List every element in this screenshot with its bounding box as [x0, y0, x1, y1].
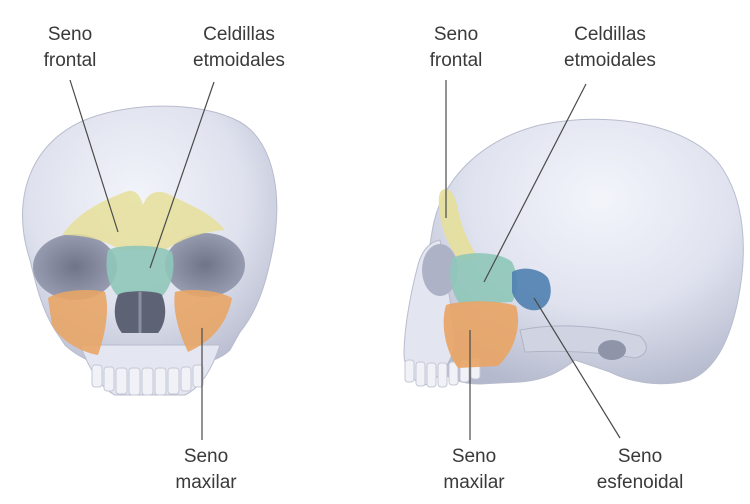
label-front-ethmoid-cells: Celdillas etmoidales	[184, 22, 294, 74]
label-front-ethmoid-line2: etmoidales	[184, 48, 294, 74]
front-skull	[23, 106, 277, 395]
side-ear-canal	[598, 340, 626, 360]
front-maxillary-sinus-right	[48, 290, 107, 355]
side-skull	[404, 119, 743, 387]
label-front-ethmoid-line1: Celdillas	[184, 22, 294, 48]
label-side-maxillary-line1: Seno	[436, 444, 512, 470]
label-side-ethmoid-cells: Celdillas etmoidales	[555, 22, 665, 74]
label-side-sphenoid-line2: esfenoidal	[590, 470, 690, 496]
label-side-ethmoid-line2: etmoidales	[555, 48, 665, 74]
front-orbit-right	[33, 234, 117, 300]
side-ethmoid-cells	[450, 253, 517, 304]
label-front-frontal-line1: Seno	[32, 22, 108, 48]
label-front-frontal-line2: frontal	[32, 48, 108, 74]
label-front-maxillary-line2: maxilar	[168, 470, 244, 496]
label-side-frontal-line1: Seno	[418, 22, 494, 48]
label-side-sphenoid-sinus: Seno esfenoidal	[590, 444, 690, 496]
label-side-maxillary-sinus: Seno maxilar	[436, 444, 512, 496]
label-side-frontal-line2: frontal	[418, 48, 494, 74]
label-front-frontal-sinus: Seno frontal	[32, 22, 108, 74]
front-teeth	[92, 365, 203, 395]
label-side-frontal-sinus: Seno frontal	[418, 22, 494, 74]
label-side-maxillary-line2: maxilar	[436, 470, 512, 496]
label-side-ethmoid-line1: Celdillas	[555, 22, 665, 48]
label-front-maxillary-line1: Seno	[168, 444, 244, 470]
front-ethmoid-cells	[107, 246, 174, 298]
label-side-sphenoid-line1: Seno	[590, 444, 690, 470]
label-front-maxillary-sinus: Seno maxilar	[168, 444, 244, 496]
